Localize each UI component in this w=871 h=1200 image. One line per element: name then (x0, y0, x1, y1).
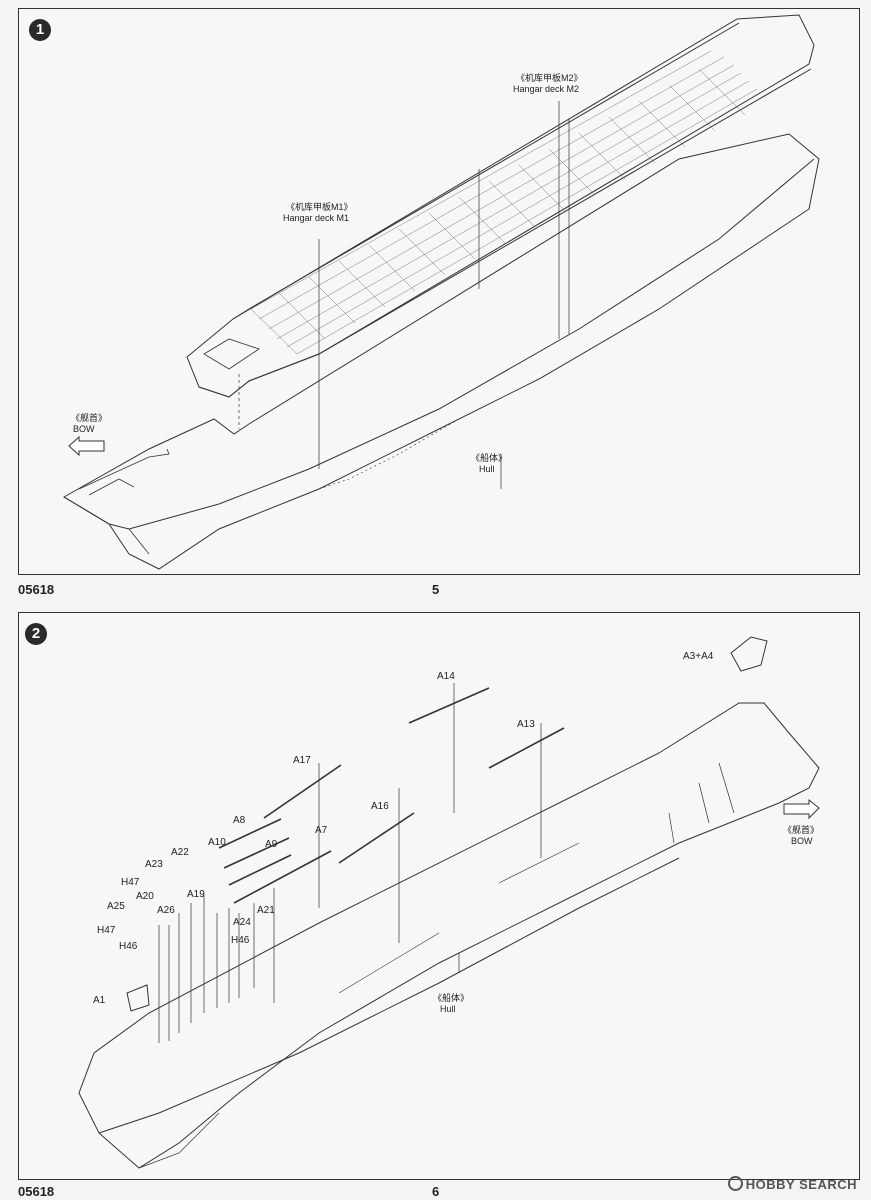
bow-arrow-2 (783, 798, 820, 820)
part-a16: A16 (371, 801, 389, 812)
part-a21: A21 (257, 905, 275, 916)
hull-bottom-outline (78, 702, 820, 1169)
shafts-and-struts (158, 683, 542, 1043)
bilge-keels (218, 687, 565, 904)
hangar-deck-m1-label-cn: 《机库甲板M1》 (286, 202, 353, 212)
watermark-logo-icon (727, 1176, 743, 1191)
part-a19: A19 (187, 889, 205, 900)
leader-lines (238, 101, 570, 489)
product-code-top: 05618 (18, 582, 55, 597)
part-a20: A20 (136, 891, 154, 902)
part-h46-left: H46 (119, 941, 138, 952)
part-a7: A7 (315, 825, 328, 836)
part-h47-lower: H47 (97, 925, 116, 936)
hull-label: Hull (479, 464, 495, 474)
bow-label-2: BOW (791, 836, 813, 846)
part-a1: A1 (93, 995, 106, 1006)
hangar-deck-grid (250, 50, 758, 355)
rudder-a1 (126, 984, 150, 1012)
step-number-badge: 1 (29, 19, 51, 41)
page-number-top: 5 (432, 582, 440, 597)
step-1-drawing (63, 14, 820, 570)
bow-label-cn: 《舰首》 (71, 413, 108, 423)
part-a9: A9 (265, 839, 278, 850)
hangar-deck-m1-label: Hangar deck M1 (283, 213, 350, 223)
part-h47-upper: H47 (121, 877, 140, 888)
part-a23: A23 (145, 859, 163, 870)
part-a22: A22 (171, 847, 189, 858)
part-a10: A10 (208, 837, 226, 848)
hull-outline (63, 133, 820, 570)
hangar-deck-m2-label: Hangar deck M2 (513, 84, 580, 94)
part-a8: A8 (233, 815, 246, 826)
bow-label-cn-2: 《舰首》 (783, 825, 820, 835)
step-number-badge-2: 2 (25, 623, 47, 645)
part-h46-right: H46 (231, 935, 250, 946)
hull-label-cn: 《船体》 (471, 453, 508, 463)
part-a17: A17 (293, 755, 311, 766)
part-a24: A24 (233, 917, 251, 928)
hull-label-2: Hull (440, 1004, 456, 1014)
watermark: HOBBY SEARCH (727, 1176, 857, 1192)
hangar-deck-outline (186, 14, 815, 398)
part-a13: A13 (517, 719, 535, 730)
part-a26: A26 (157, 905, 175, 916)
step-2-drawing (78, 636, 820, 1169)
page-number-bottom: 6 (432, 1184, 440, 1199)
part-a3a4: A3+A4 (683, 651, 714, 662)
hangar-deck-m2-label-cn: 《机库甲板M2》 (516, 73, 583, 83)
part-a14: A14 (437, 671, 455, 682)
hull-label-cn-2: 《船体》 (433, 993, 470, 1003)
part-a25: A25 (107, 901, 125, 912)
step-1-panel: 1 《机库甲板M2》 Hangar deck M2 《机库甲板M1》 Hanga… (18, 8, 860, 575)
product-code-bottom: 05618 (18, 1184, 55, 1199)
watermark-text: HOBBY SEARCH (745, 1177, 857, 1192)
bow-arrow (68, 435, 105, 457)
bow-part-a3a4 (730, 636, 768, 672)
bow-label: BOW (73, 424, 95, 434)
step-2-panel: 2 A3+A4 A14 A13 A17 A16 A8 A7 A10 A9 A22… (18, 612, 860, 1180)
